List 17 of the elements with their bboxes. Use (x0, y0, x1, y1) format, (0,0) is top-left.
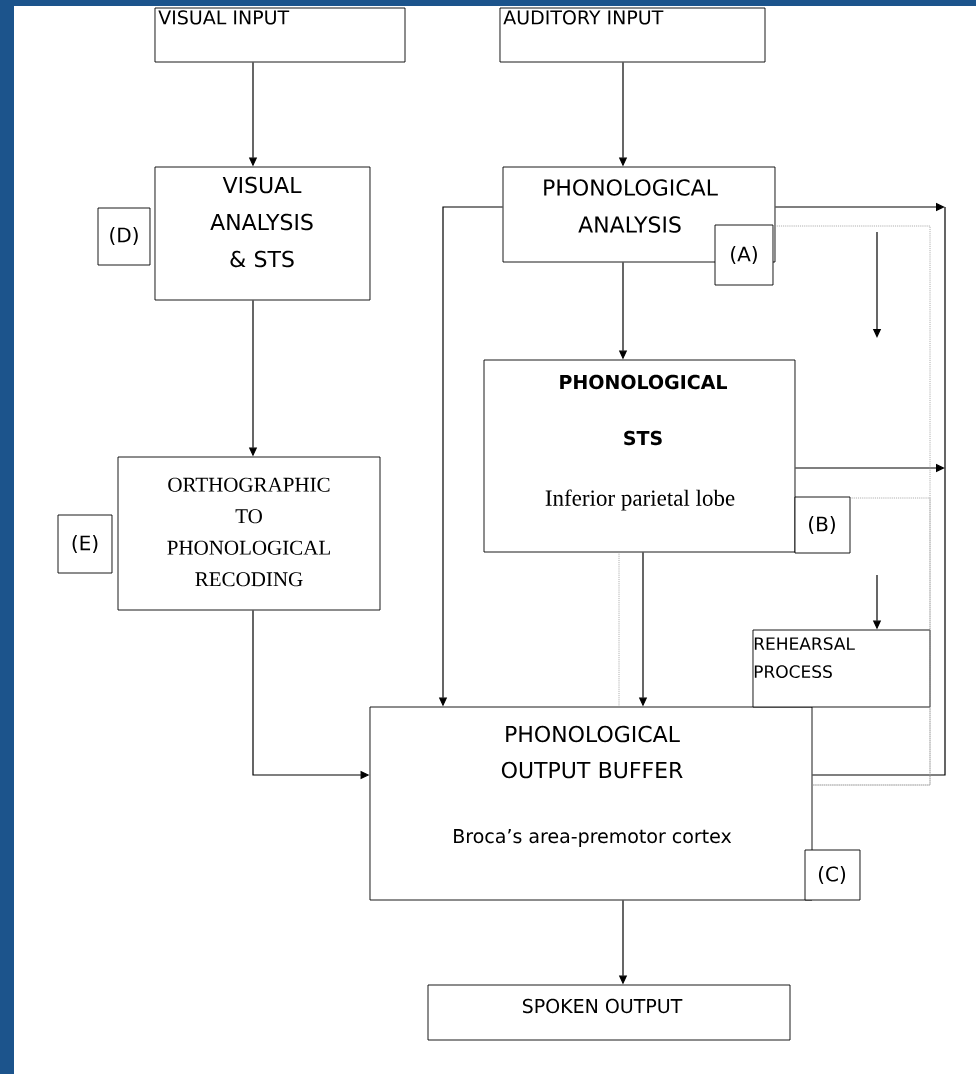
process-box: ORTHOGRAPHIC TO PHONOLOGICAL RECODING (117, 456, 381, 611)
process-box: PHONOLOGICAL OUTPUT BUFFER Broca’s area-premotor cortex (369, 706, 813, 901)
process-box: AUDITORY INPUT (499, 7, 766, 63)
process-box: PHONOLOGICAL STS Inferior parietal lobe (483, 359, 796, 553)
label-box: (A) (714, 224, 774, 286)
label-box: (D) (97, 207, 151, 266)
process-box: VISUAL ANALYSIS & STS (154, 166, 371, 301)
dotted-line (812, 497, 931, 786)
dotted-line (773, 225, 931, 786)
connector-line (811, 206, 946, 776)
process-box: SPOKEN OUTPUT (427, 984, 791, 1041)
process-box: REHEARSAL PROCESS (752, 629, 931, 708)
process-box: VISUAL INPUT (154, 7, 406, 63)
label-box: (C) (804, 849, 861, 901)
label-box: (B) (794, 496, 851, 554)
dotted-line (618, 552, 620, 707)
label-box: (E) (57, 514, 113, 574)
